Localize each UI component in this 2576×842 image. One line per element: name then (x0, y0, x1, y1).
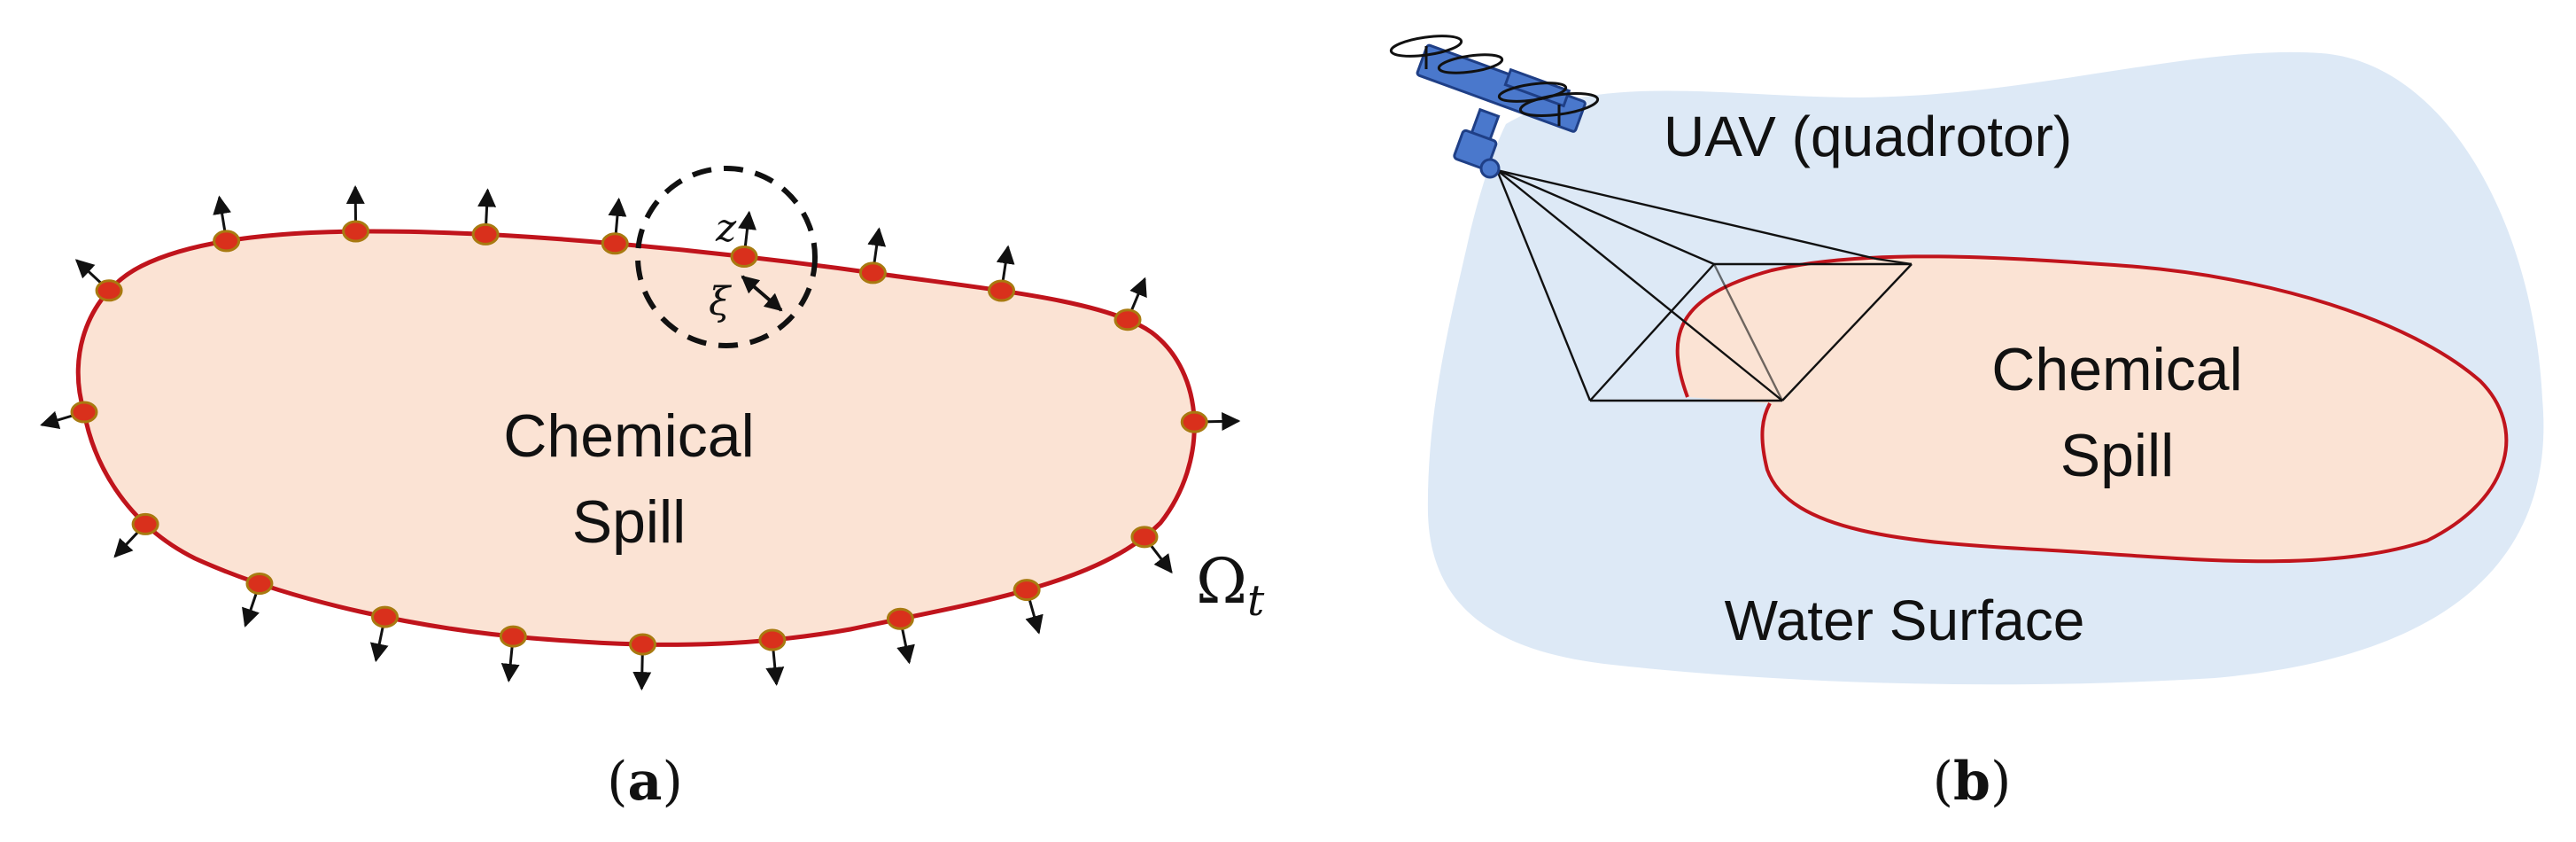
boundary-agent-dot (1180, 410, 1208, 433)
spill-label-a-line1: Chemical (503, 402, 754, 470)
marker-z-label: z (715, 206, 737, 251)
caption-a: (a) (607, 751, 683, 813)
boundary-agent-dot (1013, 579, 1041, 602)
panel-a: z ξ Chemical Spill Ωt (a) (40, 166, 1265, 813)
water-surface-label: Water Surface (1725, 589, 2085, 652)
xi-arrow (741, 275, 783, 312)
boundary-agent-dot (499, 625, 527, 648)
uav-icon (1389, 35, 1600, 179)
neighborhood-circle (635, 166, 818, 348)
boundary-agent-dot (1113, 308, 1142, 331)
boundary-agent-dot (245, 573, 274, 596)
camera-view-frustum (1495, 168, 1913, 402)
boundary-agent-dot (70, 401, 98, 424)
boundary-agent-dot (858, 261, 887, 285)
panel-b: UAV (quadrotor) Chemical Spill Water Sur… (1389, 35, 2544, 813)
boundary-agent-dot (342, 220, 370, 243)
spill-label-a-line2: Spill (572, 488, 687, 556)
boundary-agent-dot (95, 279, 123, 302)
boundary-agent-dot (601, 232, 629, 255)
boundary-agent-dot (370, 605, 399, 628)
boundary-agent-dot (1130, 526, 1159, 549)
boundary-agents (40, 184, 1241, 691)
marker-xi-label: ξ (709, 279, 733, 324)
boundary-agent-dot (471, 222, 500, 246)
boundary-agent-dot (629, 633, 657, 656)
boundary-agent-dot (886, 607, 914, 630)
spill-label-b-line2: Spill (2060, 422, 2175, 489)
uav-label: UAV (quadrotor) (1664, 105, 2072, 168)
caption-b: (b) (1933, 751, 2012, 813)
boundary-label: Ωt (1196, 545, 1265, 626)
boundary-agent-dot (988, 279, 1016, 302)
boundary-agent-dot (758, 628, 787, 651)
boundary-agent-dot (131, 512, 159, 535)
spill-region-b (1675, 254, 2509, 564)
boundary-agent-dot (730, 246, 758, 269)
boundary-agent-dot (213, 230, 241, 253)
spill-label-b-line1: Chemical (1991, 336, 2242, 403)
